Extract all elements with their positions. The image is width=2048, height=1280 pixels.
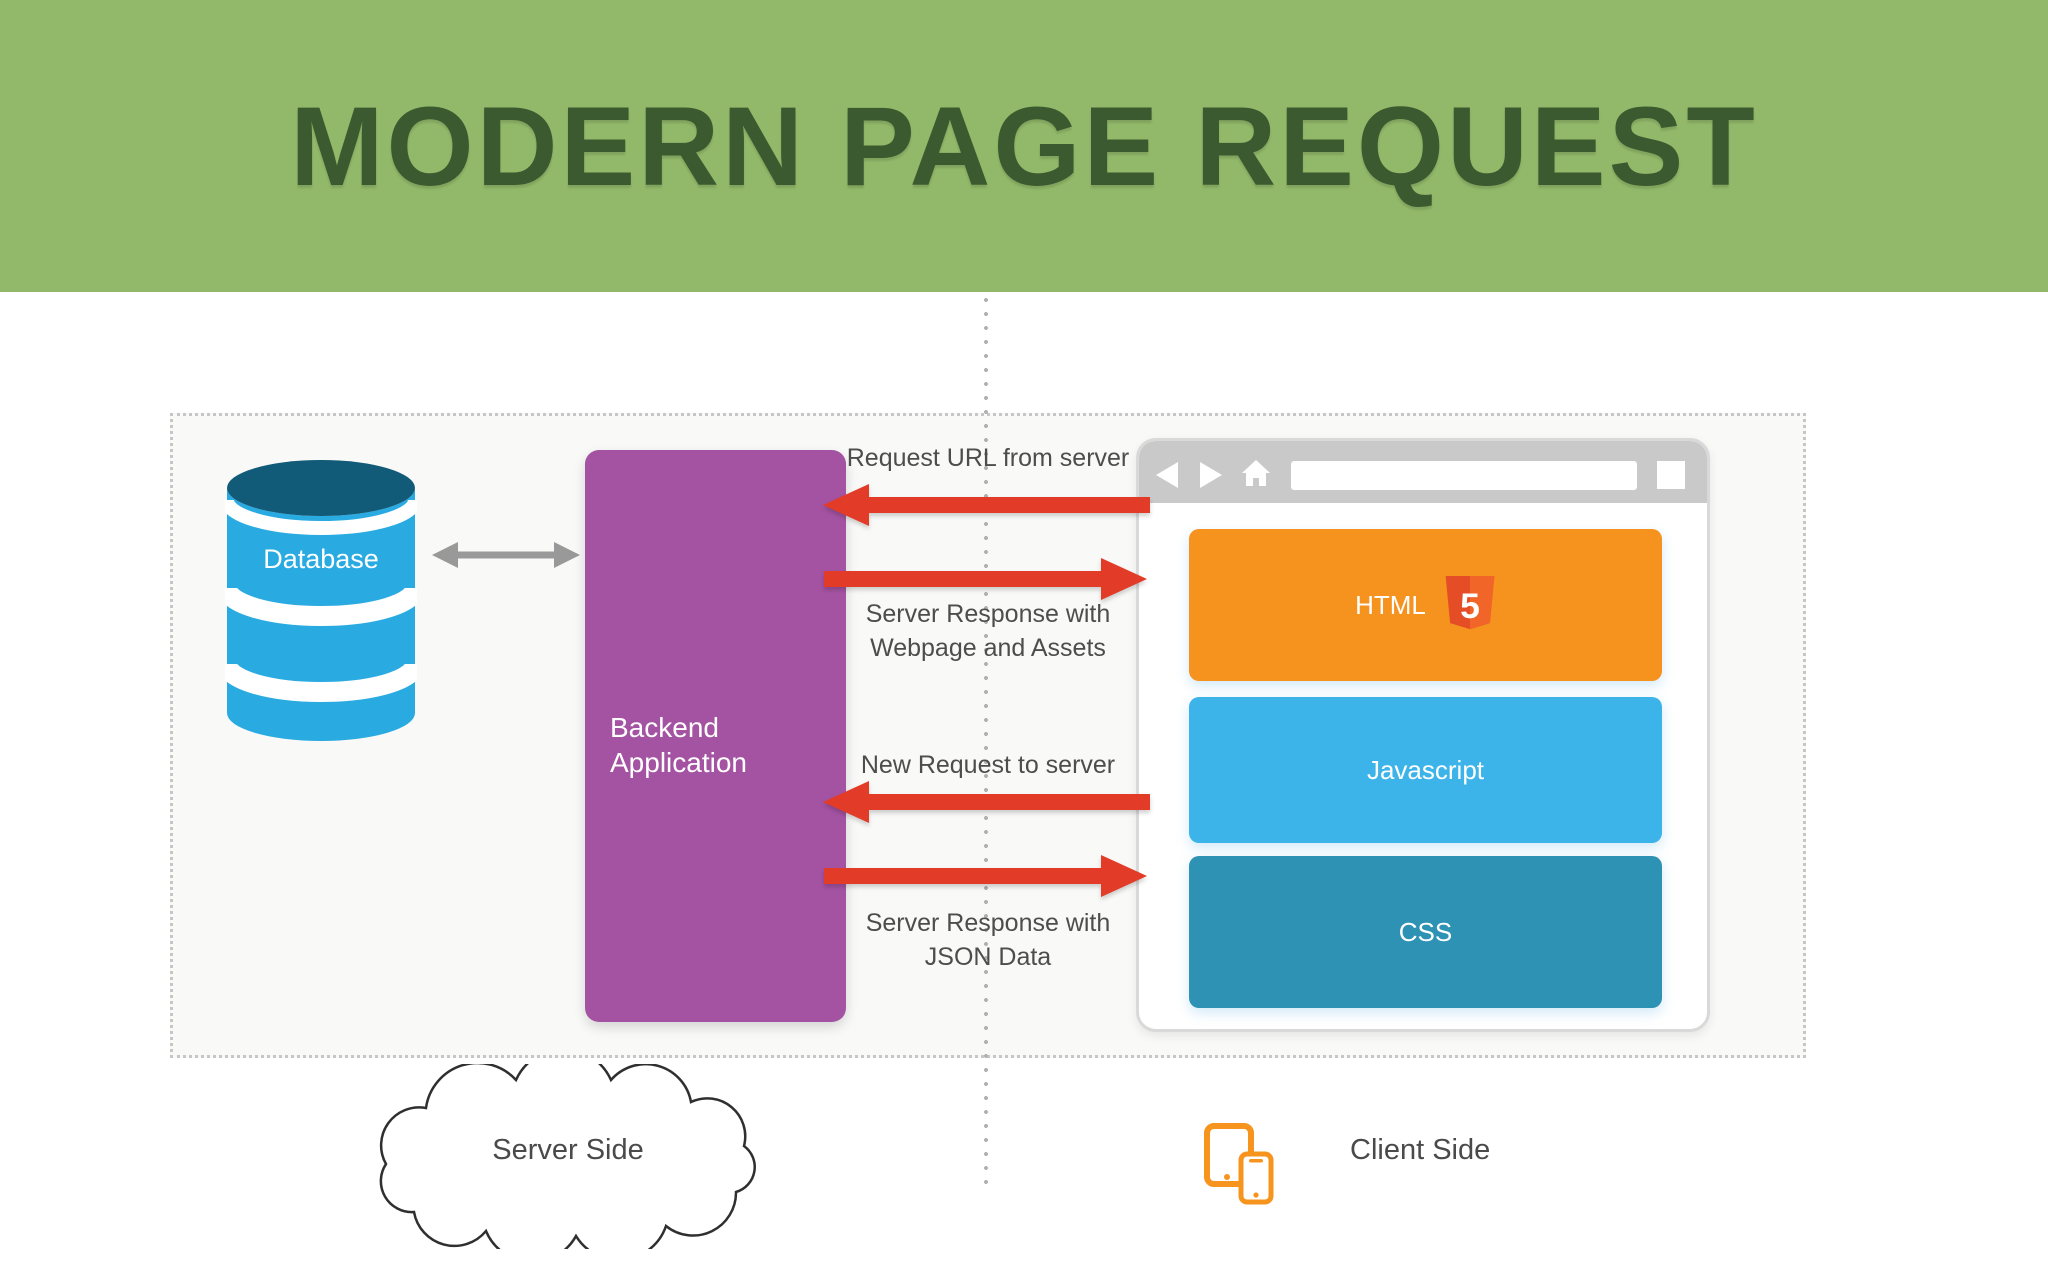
flow-label-response-json: Server Response with JSON Data bbox=[818, 906, 1158, 974]
forward-icon bbox=[1200, 462, 1222, 488]
arrow-new-request bbox=[823, 781, 1150, 823]
javascript-block: Javascript bbox=[1189, 697, 1662, 843]
arrow-response-json bbox=[824, 855, 1147, 897]
arrow-response-assets bbox=[824, 558, 1147, 600]
page-title: MODERN PAGE REQUEST bbox=[290, 83, 1758, 209]
css-block: CSS bbox=[1189, 856, 1662, 1008]
home-icon bbox=[1242, 460, 1270, 486]
client-side-label: Client Side bbox=[1350, 1134, 1491, 1166]
header-band: MODERN PAGE REQUEST bbox=[0, 0, 2048, 292]
server-side-label: Server Side bbox=[492, 1134, 644, 1166]
flow-label-response-assets-line2: Webpage and Assets bbox=[870, 634, 1106, 662]
arrowhead-left-icon bbox=[823, 781, 869, 823]
flow-label-response-json-line1: Server Response with bbox=[865, 909, 1111, 937]
css-block-label: CSS bbox=[1398, 916, 1453, 947]
database-backend-arrow bbox=[432, 542, 580, 568]
flow-label-response-assets-line1: Server Response with bbox=[865, 600, 1111, 628]
arrow-request-url bbox=[823, 484, 1150, 526]
arrowhead-left-icon bbox=[823, 484, 869, 526]
backend-label-line2: Application bbox=[610, 747, 747, 778]
cloud-icon bbox=[379, 1064, 756, 1249]
html-block-label: HTML bbox=[1355, 589, 1426, 620]
backend-label-line1: Backend bbox=[610, 712, 719, 743]
backend-application-label: Backend Application bbox=[610, 710, 747, 780]
html-block: HTML 5 bbox=[1189, 529, 1662, 681]
flow-label-request-url: Request URL from server bbox=[846, 444, 1130, 472]
flow-label-new-request: New Request to server bbox=[860, 751, 1116, 779]
flow-label-response-assets: Server Response with Webpage and Assets bbox=[818, 597, 1158, 665]
html5-logo-glyph: 5 bbox=[1460, 586, 1480, 626]
flow-label-response-json-line2: JSON Data bbox=[924, 943, 1052, 971]
arrowhead-right-icon bbox=[1101, 855, 1147, 897]
address-bar bbox=[1291, 461, 1637, 490]
browser-content: HTML 5 Javascript CSS bbox=[1189, 529, 1662, 1008]
database-label: Database bbox=[263, 544, 379, 574]
html5-logo-icon: 5 bbox=[1445, 576, 1495, 630]
browser-window: HTML 5 Javascript CSS bbox=[1136, 438, 1710, 1032]
arrowhead-right-icon bbox=[1101, 558, 1147, 600]
devices-icon bbox=[1204, 1123, 1274, 1205]
javascript-block-label: Javascript bbox=[1366, 754, 1485, 785]
server-client-divider-line bbox=[984, 296, 988, 1192]
database-icon bbox=[225, 460, 417, 741]
browser-toolbar bbox=[1139, 441, 1707, 503]
window-control-square bbox=[1657, 461, 1685, 489]
back-icon bbox=[1156, 462, 1178, 488]
backend-application-box bbox=[585, 450, 846, 1022]
